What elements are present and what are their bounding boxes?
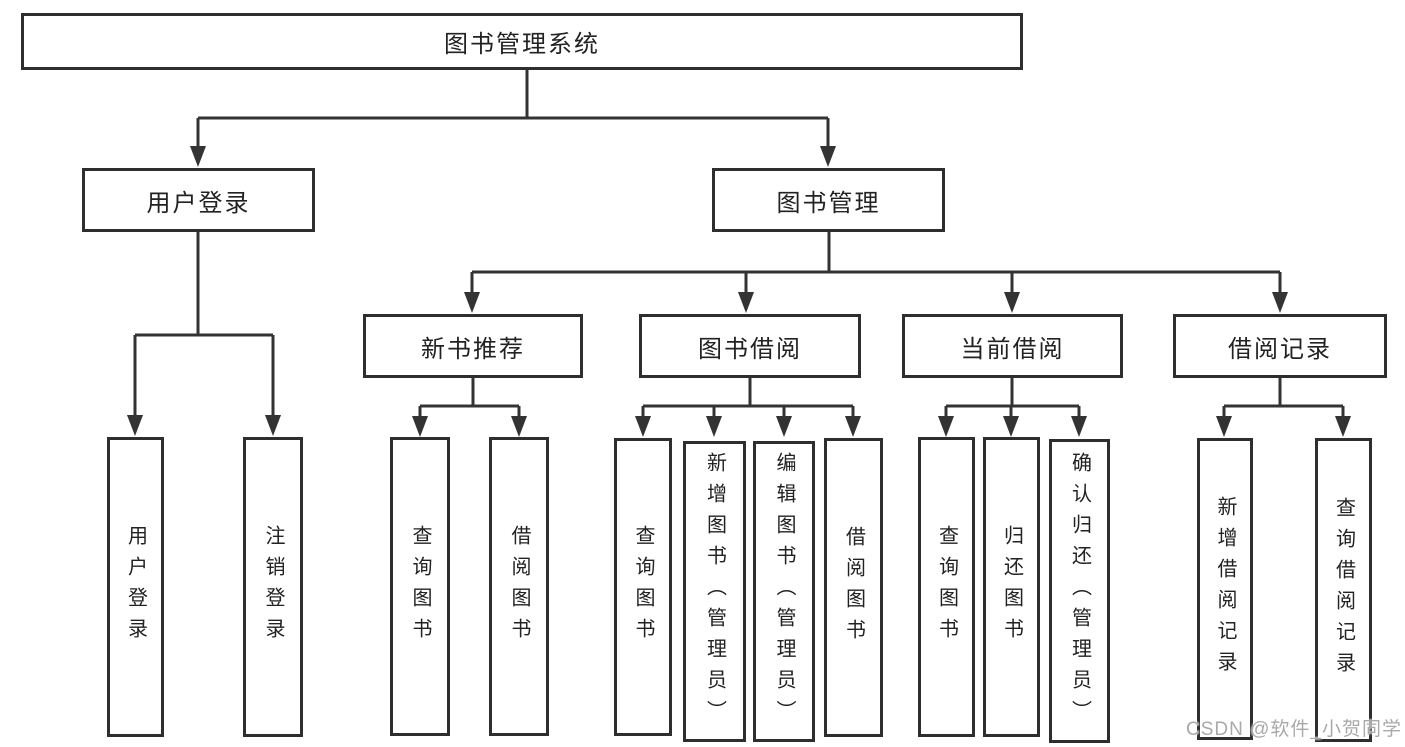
leaf-current-confirm-label: 确认归还（管理员）	[1068, 451, 1091, 731]
leaf-current-return: 归还图书	[983, 437, 1040, 737]
arrow-down-icon	[190, 146, 206, 167]
leaf-logout-label: 注销登录	[262, 525, 284, 649]
csdn-watermark: CSDN @软件_小贺同学	[1186, 719, 1402, 740]
leaf-current-search-label: 查询图书	[935, 525, 958, 649]
leaf-borrowing-search-label: 查询图书	[632, 525, 654, 649]
arrow-down-icon	[820, 146, 836, 167]
arrow-down-icon	[127, 415, 143, 436]
leaf-user-login-label: 用户登录	[124, 525, 147, 649]
arrow-down-icon	[776, 416, 792, 437]
leaf-current-return-label: 归还图书	[1000, 525, 1023, 649]
node-new-book-rec: 新书推荐	[363, 314, 583, 378]
leaf-records-search: 查询借阅记录	[1315, 438, 1372, 742]
leaf-records-add-label: 新增借阅记录	[1214, 496, 1236, 682]
leaf-newbook-search-label: 查询图书	[409, 524, 431, 649]
leaf-user-login: 用户登录	[107, 437, 164, 737]
arrow-down-icon	[738, 292, 754, 313]
leaf-records-add: 新增借阅记录	[1197, 438, 1253, 740]
node-borrow-records: 借阅记录	[1173, 314, 1387, 378]
leaf-borrowing-edit: 编辑图书（管理员）	[753, 441, 815, 742]
leaf-borrowing-borrow: 借阅图书	[824, 438, 883, 737]
arrow-down-icon	[265, 415, 281, 436]
node-current-borrow: 当前借阅	[902, 314, 1123, 378]
leaf-newbook-search: 查询图书	[390, 437, 450, 736]
leaf-newbook-borrow: 借阅图书	[489, 437, 549, 736]
arrow-down-icon	[464, 292, 480, 313]
node-current-borrow-label: 当前借阅	[960, 335, 1065, 363]
arrow-down-icon	[635, 416, 651, 437]
leaf-borrowing-edit-label: 编辑图书（管理员）	[773, 452, 795, 731]
leaf-current-search: 查询图书	[918, 437, 975, 737]
node-user-login: 用户登录	[82, 168, 315, 232]
leaf-borrowing-add: 新增图书（管理员）	[683, 441, 746, 742]
leaf-newbook-borrow-label: 借阅图书	[508, 524, 530, 649]
leaf-current-confirm: 确认归还（管理员）	[1049, 439, 1110, 743]
leaf-records-search-label: 查询借阅记录	[1332, 497, 1355, 683]
node-book-borrow: 图书借阅	[639, 314, 861, 378]
arrowheads	[127, 146, 1351, 437]
arrow-down-icon	[511, 416, 527, 437]
arrow-down-icon	[1335, 416, 1351, 437]
arrow-down-icon	[706, 416, 722, 437]
arrow-down-icon	[1272, 292, 1288, 313]
arrow-down-icon	[938, 416, 954, 437]
node-root: 图书管理系统	[21, 13, 1023, 70]
node-book-mgmt-label: 图书管理	[776, 189, 881, 217]
node-user-login-label: 用户登录	[146, 189, 251, 217]
node-book-borrow-label: 图书借阅	[698, 335, 802, 363]
arrow-down-icon	[1004, 292, 1020, 313]
arrow-down-icon	[412, 416, 428, 437]
node-borrow-records-label: 借阅记录	[1228, 335, 1332, 363]
arrow-down-icon	[845, 416, 861, 437]
leaf-borrowing-search: 查询图书	[614, 438, 672, 736]
node-root-label: 图书管理系统	[444, 31, 600, 58]
node-new-book-rec-label: 新书推荐	[421, 335, 525, 363]
arrow-down-icon	[1071, 416, 1087, 437]
arrow-down-icon	[1003, 416, 1019, 437]
leaf-borrowing-borrow-label: 借阅图书	[842, 525, 865, 650]
node-book-mgmt: 图书管理	[712, 168, 945, 232]
leaf-borrowing-add-label: 新增图书（管理员）	[703, 452, 726, 731]
arrow-down-icon	[1216, 416, 1232, 437]
leaf-logout: 注销登录	[243, 437, 303, 737]
